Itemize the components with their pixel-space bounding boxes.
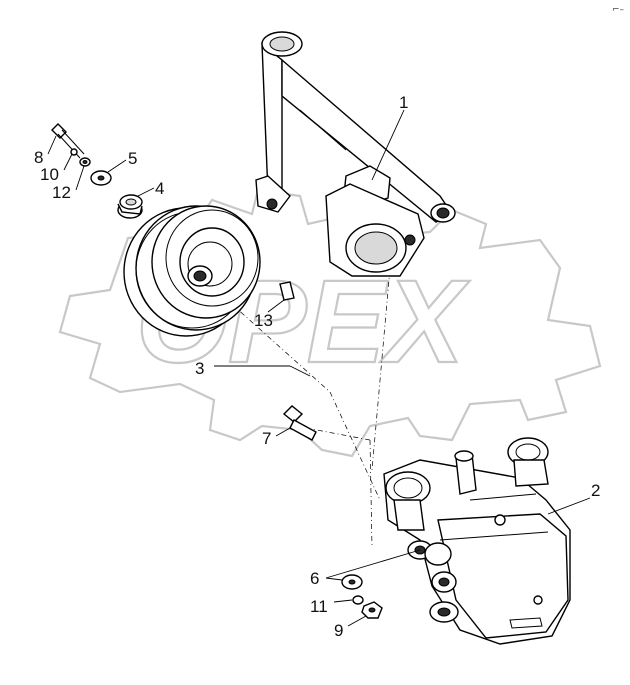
callout-1: 1 — [399, 93, 408, 112]
nut-stack-parts — [341, 574, 383, 619]
valve-block-part — [383, 437, 571, 645]
spacer-part — [117, 194, 143, 219]
key-part — [279, 281, 295, 301]
callout-7: 7 — [262, 429, 271, 448]
bracket-arm-part — [255, 31, 456, 277]
pulley-part — [123, 205, 261, 337]
callout-10: 10 — [40, 165, 59, 184]
callout-6: 6 — [310, 569, 319, 588]
corner-mark: ⌐– — [612, 5, 625, 15]
assembly-axis-lines — [195, 245, 393, 549]
leader-lines — [47, 109, 591, 627]
callout-4: 4 — [155, 179, 164, 198]
bolt-stack-parts — [51, 123, 91, 167]
callout-12: 12 — [52, 183, 71, 202]
callout-numbers: 1 2 3 4 5 6 7 8 9 10 11 12 13 — [34, 93, 600, 640]
washer-part — [90, 170, 112, 186]
callout-13: 13 — [254, 311, 273, 330]
callout-8: 8 — [34, 148, 43, 167]
callout-3: 3 — [195, 359, 204, 378]
callout-2: 2 — [591, 481, 600, 500]
bolt-7-part — [282, 405, 317, 441]
callout-9: 9 — [334, 621, 343, 640]
callout-11: 11 — [310, 597, 328, 616]
callout-5: 5 — [128, 149, 137, 168]
